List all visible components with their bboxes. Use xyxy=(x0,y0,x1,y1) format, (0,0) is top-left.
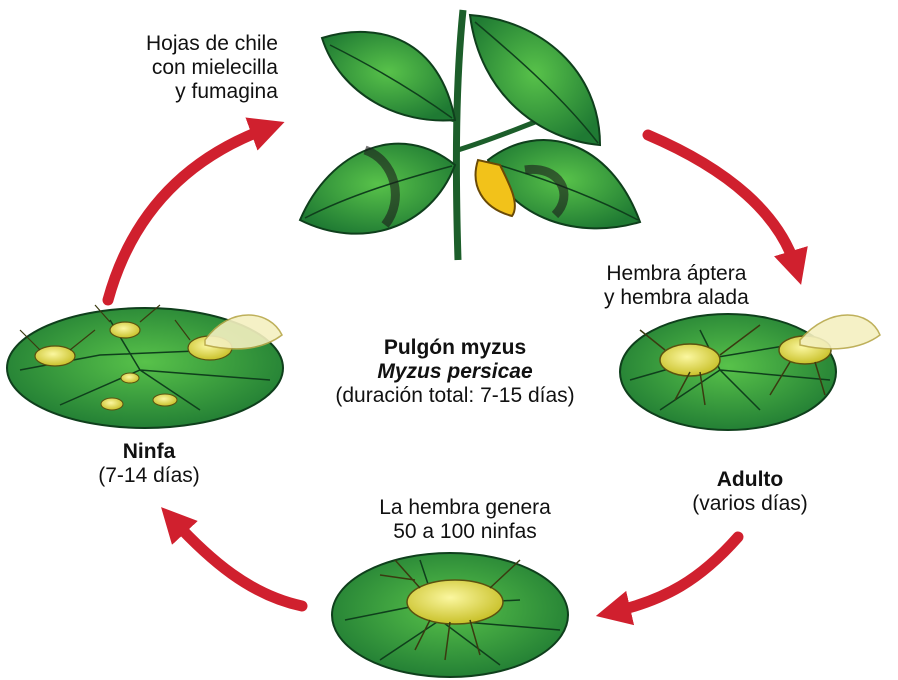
adult-label: Adulto (varios días) xyxy=(680,468,820,516)
nymph-stage-name: Ninfa xyxy=(82,440,216,464)
common-name: Pulgón myzus xyxy=(310,336,600,360)
reproduction-caption: La hembra genera 50 a 100 ninfas xyxy=(360,496,570,544)
adult-aphids-on-leaf-illustration xyxy=(620,314,880,430)
total-duration: (duración total: 7-15 días) xyxy=(310,384,600,408)
plant-label-line2: con mielecilla xyxy=(146,56,278,80)
arrow-plant-to-adult xyxy=(648,135,796,268)
scientific-name: Myzus persicae xyxy=(310,360,600,384)
plant-label: Hojas de chile con mielecilla y fumagina xyxy=(146,32,278,104)
plant-label-line3: y fumagina xyxy=(146,80,278,104)
adult-stage-name: Adulto xyxy=(680,468,820,492)
arrow-adult-to-reproduction xyxy=(613,537,738,612)
center-title: Pulgón myzus Myzus persicae (duración to… xyxy=(310,336,600,408)
reproduction-caption-line1: La hembra genera xyxy=(360,496,570,520)
arrow-nymph-to-plant xyxy=(108,128,268,300)
nymphs-on-leaf-illustration xyxy=(7,305,283,428)
adult-caption: Hembra áptera y hembra alada xyxy=(604,262,749,310)
adult-caption-line2: y hembra alada xyxy=(604,286,749,310)
adult-caption-line1: Hembra áptera xyxy=(604,262,749,286)
nymph-stage-duration: (7-14 días) xyxy=(82,464,216,488)
female-aphid-on-leaf-illustration xyxy=(332,553,568,677)
plant-label-line1: Hojas de chile xyxy=(146,32,278,56)
reproduction-caption-line2: 50 a 100 ninfas xyxy=(360,520,570,544)
adult-stage-duration: (varios días) xyxy=(680,492,820,516)
chili-plant-illustration xyxy=(300,10,640,260)
arrow-reproduction-to-nymph xyxy=(173,520,302,606)
nymph-label: Ninfa (7-14 días) xyxy=(82,440,216,488)
